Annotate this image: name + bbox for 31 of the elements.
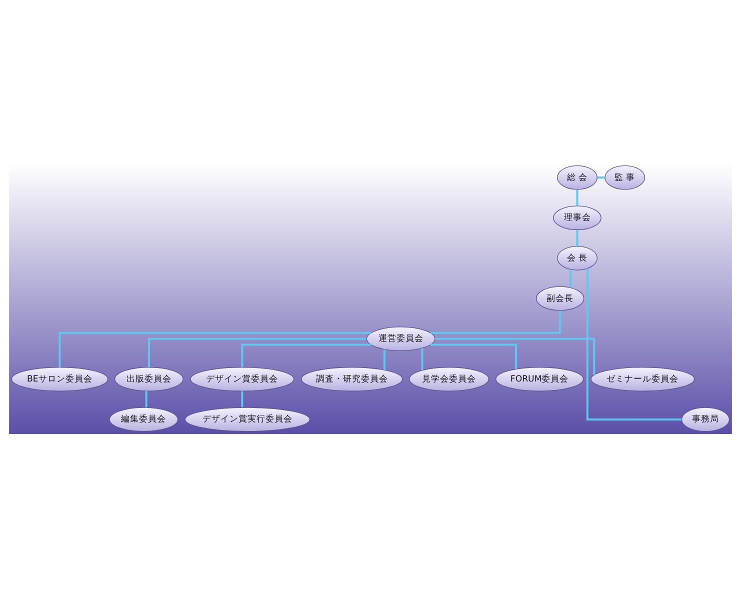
connector: [576, 229, 578, 246]
node-ellipse: BEサロン委員会: [11, 366, 108, 391]
node-ellipse: 編集委員会: [109, 406, 178, 432]
node-ellipse: 理事会: [553, 205, 602, 230]
connector: [597, 176, 605, 178]
node-ellipse: ゼミナール委員会: [590, 366, 695, 391]
node-ellipse: 事務局: [681, 406, 730, 432]
connector: [586, 268, 682, 420]
connector: [241, 390, 244, 407]
connector: [435, 337, 596, 374]
connector: [58, 331, 372, 367]
connector: [241, 343, 372, 367]
connector: [570, 268, 572, 288]
node-ellipse: 見学会委員会: [409, 366, 490, 391]
node-ellipse: デザイン賞実行委員会: [184, 406, 310, 432]
node-ellipse: 会 長: [557, 245, 598, 270]
connector: [430, 343, 517, 369]
connector: [148, 337, 366, 367]
node-ellipse: 副会長: [536, 286, 584, 310]
node-ellipse: FORUM委員会: [496, 366, 584, 391]
connector: [576, 189, 578, 206]
node-ellipse: 運営委員会: [366, 326, 436, 351]
node-ellipse: 監 事: [604, 164, 646, 190]
node-ellipse: 総 会: [557, 164, 598, 190]
node-ellipse: 出版委員会: [114, 366, 184, 391]
node-ellipse: デザイン賞委員会: [190, 366, 294, 391]
connector: [145, 390, 148, 408]
connector: [383, 348, 386, 370]
connector: [430, 310, 561, 334]
node-ellipse: 調査・研究委員会: [301, 366, 403, 391]
connector: [421, 348, 424, 370]
